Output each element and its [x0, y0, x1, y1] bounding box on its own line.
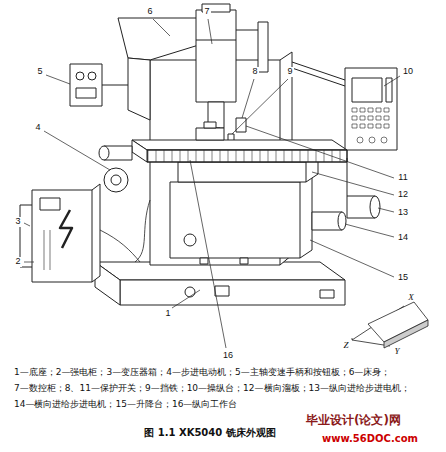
callout-number: 15 [397, 273, 409, 283]
callout-number: 3 [14, 217, 21, 227]
axis-label: Y [394, 347, 399, 357]
figure-caption: 图 1.1 XK5040 铣床外观图 [144, 427, 275, 438]
callout-number: 16 [222, 351, 234, 361]
lifting-table [170, 174, 312, 264]
watermark: 毕业设计(论文)网 [306, 414, 401, 427]
callout-number: 10 [402, 67, 414, 77]
button-board [70, 64, 128, 106]
spindle-head [196, 4, 268, 138]
machine-base [95, 262, 345, 305]
callout-number: 14 [397, 233, 409, 243]
callout-number: 11 [397, 173, 408, 183]
callout-number: 6 [146, 7, 153, 17]
operator-console [292, 62, 397, 150]
callout-number: 5 [36, 67, 43, 77]
cross-feed-motor [312, 212, 346, 230]
stepper-motor [99, 146, 132, 192]
callout-number: 1 [164, 309, 171, 319]
longitudinal-table [132, 122, 347, 162]
axis-label: Z [343, 341, 348, 351]
callout-number: 12 [397, 190, 409, 200]
leader-lines [24, 19, 400, 348]
parts-list-line: 7—数控柜；8、11—保护开关；9—挡铁；10—操纵台；12—横向溜板；13—纵… [14, 384, 410, 394]
callout-number: 2 [14, 257, 21, 267]
watermark: www.56DOC.com [322, 433, 418, 444]
callout-number: 7 [203, 7, 210, 17]
parts-list-line: 1—底座；2—强电柜；3—变压器箱；4—步进电动机；5—主轴变速手柄和按钮板；6… [14, 368, 390, 378]
callout-number: 13 [397, 208, 409, 218]
parts-list-line: 14—横向进给步进电机；15—升降台；16—纵向工作台 [14, 400, 237, 410]
axis-glyph [352, 302, 428, 348]
callout-number: 8 [251, 67, 258, 77]
callout-number: 9 [286, 67, 293, 77]
axis-label: X [408, 293, 414, 303]
callout-number: 4 [34, 123, 41, 133]
electrical-cabinet [32, 184, 100, 282]
